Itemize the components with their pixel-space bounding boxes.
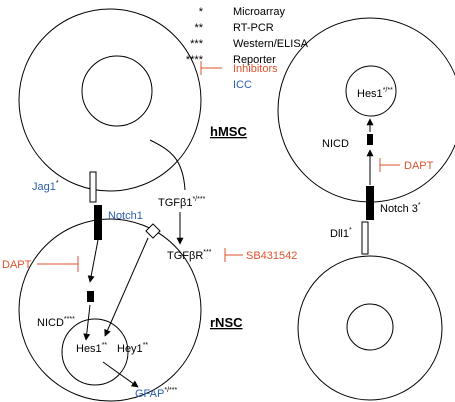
dll1-label: Dll1*	[330, 227, 352, 240]
nicd-right-fragment	[367, 134, 373, 145]
legend-label-rtpcr: RT-PCR	[233, 22, 274, 34]
nicd-to-hes1-arrow	[83, 304, 91, 341]
nicd-right-label: NICD	[322, 138, 349, 150]
jag1-label: Jag1*	[32, 180, 59, 193]
sb431542-label: SB431542	[246, 250, 297, 262]
legend-marker-1: *	[199, 6, 204, 18]
right-lower-cell	[297, 255, 443, 401]
hes1-right-label: Hes1*/**	[357, 87, 393, 100]
notch1-label: Notch1	[108, 210, 143, 222]
tgfbr-label: TGFβR***	[167, 249, 212, 262]
legend-label-microarray: Microarray	[233, 6, 285, 18]
dapt-right-inhibitor	[379, 158, 400, 172]
dapt-left-inhibitor	[37, 256, 79, 272]
dapt-right-label: DAPT	[404, 160, 434, 172]
nicd-fragment	[87, 291, 94, 302]
legend-label-western-elisa: Western/ELISA	[233, 38, 309, 50]
inhibitor-symbol-icon	[200, 61, 222, 75]
nicd-label: NICD****	[37, 316, 75, 329]
hes1-to-gfap-arrow	[102, 361, 139, 388]
notch3-label: Notch 3*	[380, 202, 421, 215]
right-lower-nucleus	[346, 303, 394, 351]
rnsc-nucleus	[61, 318, 129, 386]
legend-marker-3: ***	[190, 38, 204, 50]
tgfbr-to-hes1-arrow	[104, 237, 149, 337]
jag1-ligand	[89, 171, 97, 203]
rnsc-cell	[18, 218, 202, 402]
notch1-receptor	[94, 205, 102, 240]
legend-marker-2: **	[194, 22, 203, 34]
legend: * Microarray ** RT-PCR *** Western/ELISA…	[186, 6, 309, 91]
notch1-cleavage-arrow	[87, 239, 99, 283]
hmsc-nucleus	[81, 55, 153, 127]
legend-label-reporter: Reporter	[233, 54, 276, 66]
right-upper-nucleus	[345, 65, 397, 117]
dll1-ligand	[361, 221, 369, 255]
tgfb1-secretion-line	[149, 139, 186, 191]
legend-label-icc: ICC	[233, 79, 252, 91]
rnsc-label: rNSC	[210, 315, 243, 330]
right-upper-cell	[277, 17, 455, 203]
tgfb1-label: TGFβ1*/***	[158, 196, 206, 209]
tgfbr-receptor	[145, 223, 161, 239]
dapt-left-label: DAPT	[2, 259, 32, 271]
hey1-label: Hey1**	[117, 342, 148, 355]
notch3-receptor	[366, 186, 374, 220]
hmsc-cell	[18, 8, 202, 192]
gfap-label: GFAP*/***	[135, 387, 177, 400]
legend-label-inhibitors: Inhibitors	[233, 63, 278, 75]
hes1-left-label: Hes1**	[76, 342, 107, 355]
hmsc-label: hMSC	[210, 124, 247, 139]
sb431542-inhibitor	[224, 248, 243, 262]
